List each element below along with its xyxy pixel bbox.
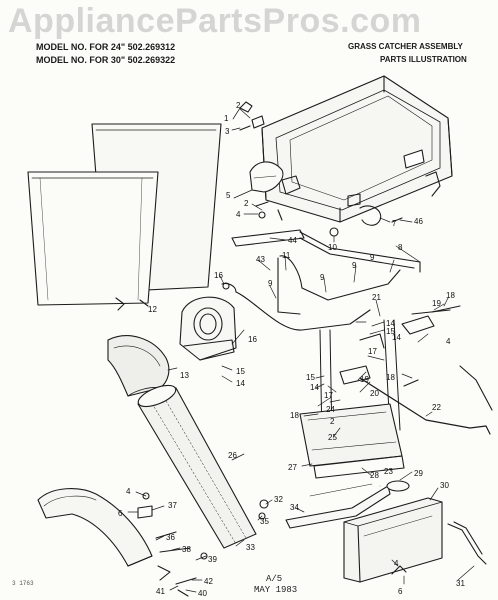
callout-17b: 17 <box>324 391 333 400</box>
callout-19: 19 <box>432 299 441 308</box>
hardware-bottom <box>137 492 269 597</box>
date-stamp: MAY 1983 <box>254 585 298 595</box>
lower-chute-37 <box>37 488 153 567</box>
elbow-13 <box>107 335 170 397</box>
callout-24: 24 <box>326 405 335 414</box>
callout-9c: 9 <box>370 253 375 262</box>
callout-30: 30 <box>440 481 449 490</box>
callout-6b: 6 <box>398 587 403 596</box>
callout-35: 35 <box>260 517 269 526</box>
callout-1: 1 <box>224 114 229 123</box>
box-30 <box>343 497 443 583</box>
callout-9b: 9 <box>352 261 357 270</box>
brackets-and-posts <box>299 305 461 479</box>
watermark: AppliancePartsPros.com <box>8 2 422 40</box>
callout-19b: 19 <box>360 375 369 384</box>
callout-9d: 9 <box>268 279 273 288</box>
callout-40: 40 <box>198 589 207 598</box>
callout-14c: 14 <box>236 379 245 388</box>
callout-4b: 4 <box>446 337 451 346</box>
callout-36: 36 <box>166 533 175 542</box>
callout-25: 25 <box>328 433 337 442</box>
callout-39: 39 <box>208 555 217 564</box>
callout-13: 13 <box>180 371 189 380</box>
callout-37: 37 <box>168 501 177 510</box>
callout-33: 33 <box>246 543 255 552</box>
callout-38: 38 <box>182 545 191 554</box>
callout-15a: 15 <box>386 327 395 336</box>
callout-16b: 16 <box>248 335 257 344</box>
callout-3: 3 <box>225 127 230 136</box>
discharge-tube-26 <box>137 384 257 549</box>
callout-labels: 1 2 3 5 2 4 44 10 7 46 8 9 9 9 9 16 43 1… <box>118 101 465 598</box>
callout-20: 20 <box>370 389 379 398</box>
hardware-top <box>231 101 403 247</box>
assembly-title: GRASS CATCHER ASSEMBLY <box>348 42 463 51</box>
callout-31: 31 <box>456 579 465 588</box>
callout-7: 7 <box>392 219 397 228</box>
revision-stamp: A/5 <box>266 574 283 584</box>
callout-41: 41 <box>156 587 165 596</box>
model-line-2: MODEL NO. FOR 30" 502.269322 <box>36 55 176 65</box>
support-rod-22 <box>359 365 493 435</box>
callout-29: 29 <box>414 469 423 478</box>
callout-14b: 14 <box>392 333 401 342</box>
callout-43: 43 <box>256 255 265 264</box>
callout-5: 5 <box>226 191 231 200</box>
handle-31 <box>447 521 487 565</box>
callout-27: 27 <box>288 463 297 472</box>
callout-14d: 14 <box>310 383 319 392</box>
callout-4c: 4 <box>126 487 131 496</box>
frame-rods <box>221 231 421 331</box>
callout-9a: 9 <box>320 273 325 282</box>
leader-lines <box>127 107 475 593</box>
callout-32: 32 <box>274 495 283 504</box>
callout-22: 22 <box>432 403 441 412</box>
plate-and-shaft <box>285 480 410 529</box>
callout-14a: 14 <box>386 319 395 328</box>
callout-46: 46 <box>414 217 423 226</box>
catcher-bags-12 <box>27 123 222 311</box>
callout-18a: 18 <box>446 291 455 300</box>
chute-adaptor-16 <box>179 296 237 361</box>
callout-21: 21 <box>372 293 381 302</box>
catcher-cover <box>249 75 453 223</box>
callout-26: 26 <box>228 451 237 460</box>
callout-34: 34 <box>290 503 299 512</box>
callout-4: 4 <box>236 210 241 219</box>
corner-code: 3 1763 <box>12 580 34 587</box>
callout-44: 44 <box>288 236 297 245</box>
callout-2: 2 <box>236 101 241 110</box>
callout-6a: 6 <box>118 509 123 518</box>
callout-28: 28 <box>370 471 379 480</box>
callout-16: 16 <box>214 271 223 280</box>
callout-42: 42 <box>204 577 213 586</box>
callout-18c: 18 <box>290 411 299 420</box>
callout-17a: 17 <box>368 347 377 356</box>
callout-15b: 15 <box>236 367 245 376</box>
callout-15c: 15 <box>306 373 315 382</box>
callout-2b: 2 <box>244 199 249 208</box>
callout-11: 11 <box>282 251 291 260</box>
callout-4d: 4 <box>394 559 399 568</box>
callout-12: 12 <box>148 305 157 314</box>
callout-18b: 18 <box>386 373 395 382</box>
callout-23: 23 <box>384 467 393 476</box>
callout-10: 10 <box>328 243 337 252</box>
model-line-1: MODEL NO. FOR 24" 502.269312 <box>36 42 176 52</box>
callout-2c: 2 <box>330 417 335 426</box>
callout-8: 8 <box>398 243 403 252</box>
parts-illustration-title: PARTS ILLUSTRATION <box>380 55 467 64</box>
